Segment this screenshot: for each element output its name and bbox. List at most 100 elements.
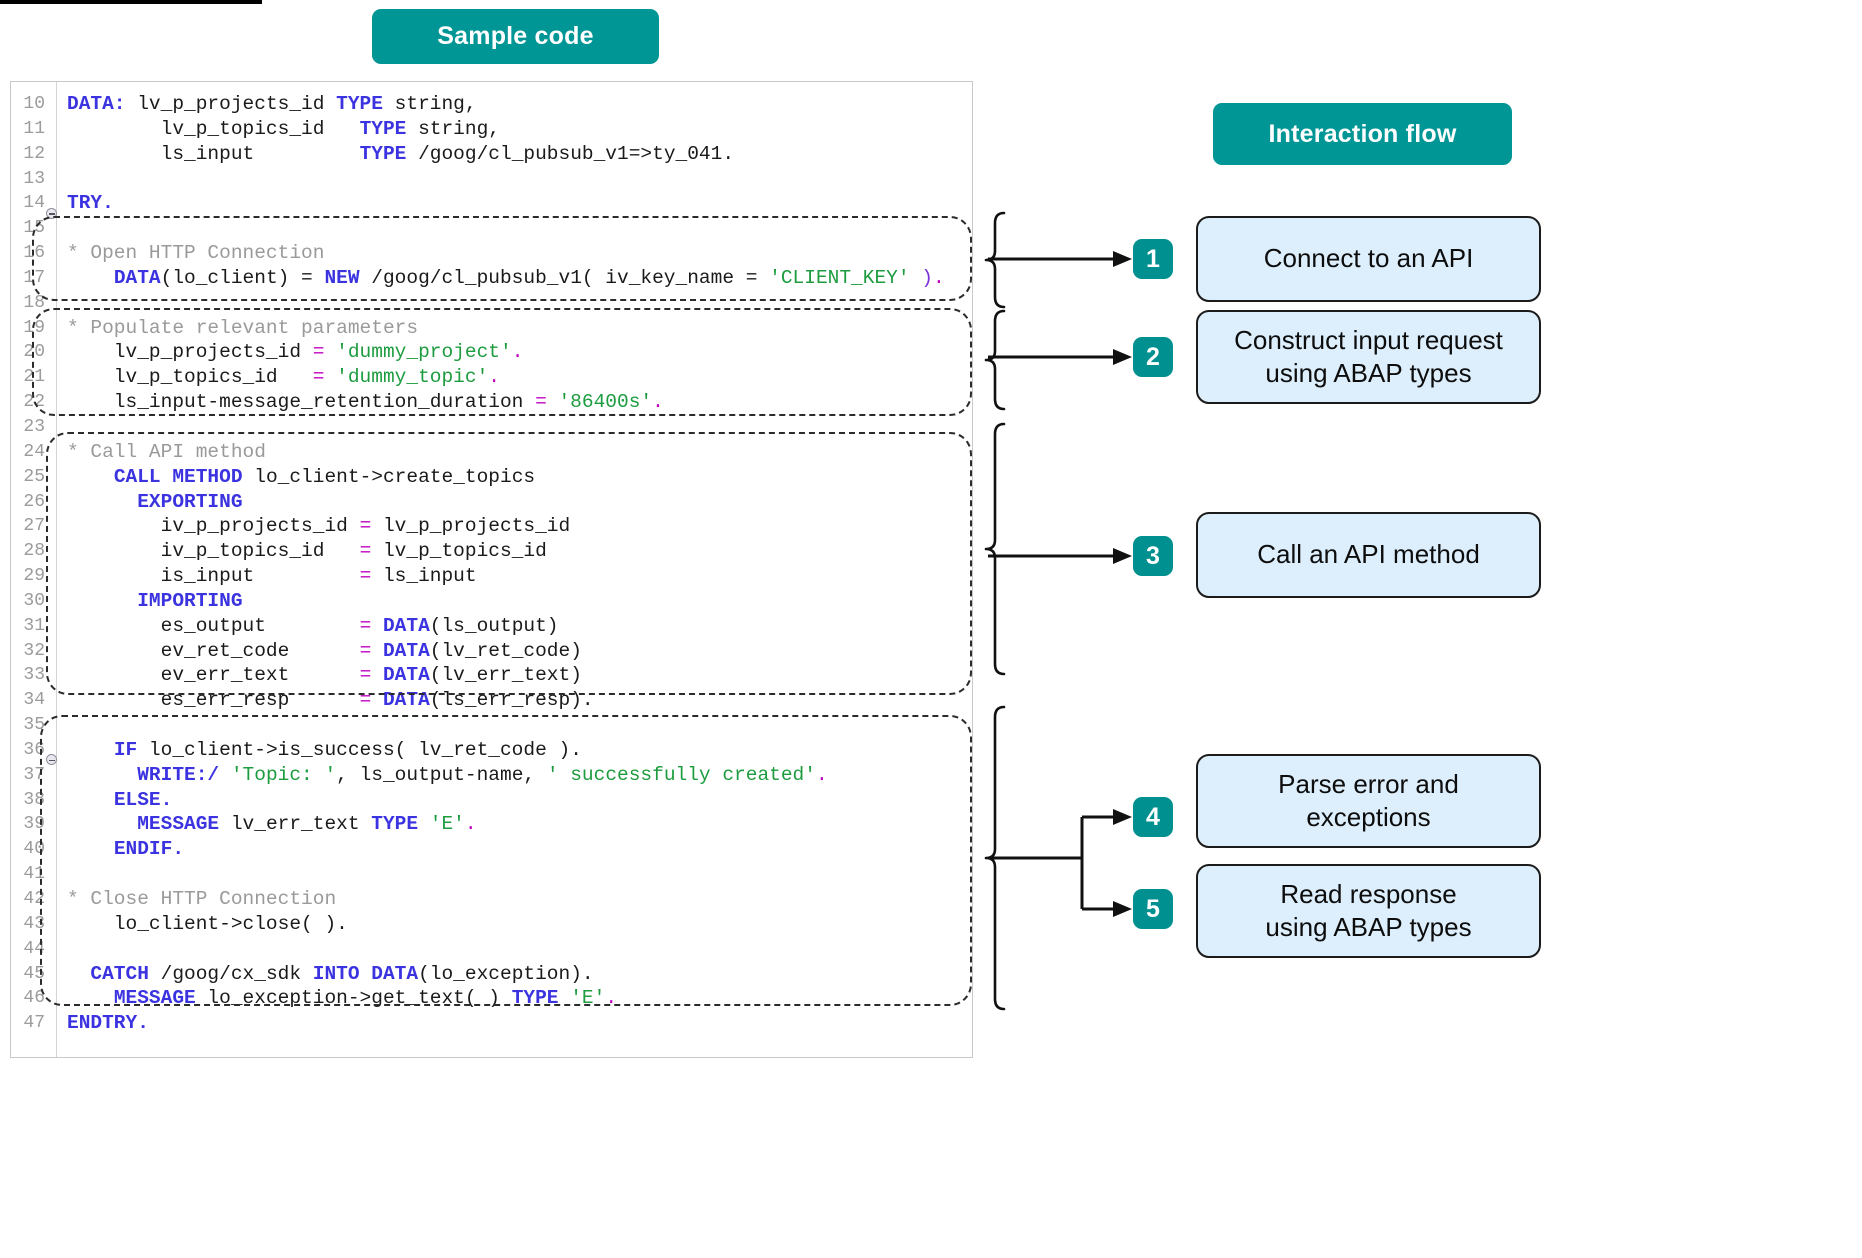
flow-step-4-label: Parse error and exceptions	[1278, 768, 1459, 832]
code-line: 34 es_err_resp = DATA(ls_err_resp).	[11, 688, 972, 713]
line-number: 12	[23, 143, 45, 164]
line-number: 30	[23, 590, 45, 611]
line-number: 39	[23, 814, 45, 835]
code-line: 47 ENDTRY.	[11, 1011, 972, 1036]
line-number: 31	[23, 615, 45, 636]
code-line: 13	[11, 167, 972, 192]
code-line: 39 MESSAGE lv_err_text TYPE 'E'.	[11, 812, 972, 837]
code-line: 24* Call API method	[11, 440, 972, 465]
code-line: 32 ev_ret_code = DATA(lv_ret_code)	[11, 639, 972, 664]
code-text: MESSAGE lv_err_text TYPE 'E'.	[137, 813, 477, 836]
code-line: 10 DATA: lv_p_projects_id TYPE string,	[11, 92, 972, 117]
line-number: 46	[23, 988, 45, 1009]
code-text: * Open HTTP Connection	[67, 242, 325, 265]
code-line: 17 DATA(lo_client) = NEW /goog/cl_pubsub…	[11, 266, 972, 291]
line-number: 20	[23, 342, 45, 363]
line-number: 36	[23, 739, 45, 760]
code-text: WRITE:/ 'Topic: ', ls_output-name, ' suc…	[137, 763, 828, 786]
line-number: 18	[23, 292, 45, 313]
code-line: 31 es_output = DATA(ls_output)	[11, 614, 972, 639]
flow-step-box-2[interactable]: Construct input request using ABAP types	[1196, 310, 1541, 404]
code-line: 43 lo_client->close( ).	[11, 912, 972, 937]
line-number: 28	[23, 541, 45, 562]
step-badge-3: 3	[1133, 536, 1173, 576]
code-text: IF lo_client->is_success( lv_ret_code ).	[113, 738, 582, 761]
flow-step-3-label: Call an API method	[1257, 539, 1480, 570]
flow-step-box-1[interactable]: Connect to an API	[1196, 216, 1541, 302]
code-text: ev_err_text = DATA(lv_err_text)	[67, 664, 582, 687]
code-text: DATA: lv_p_projects_id TYPE string,	[67, 93, 477, 115]
code-text: ev_ret_code = DATA(lv_ret_code)	[67, 639, 582, 662]
line-number: 35	[23, 715, 45, 736]
line-number: 15	[23, 218, 45, 239]
gutter-divider	[56, 82, 57, 1057]
flow-step-box-3[interactable]: Call an API method	[1196, 512, 1541, 598]
code-line: 19* Populate relevant parameters	[11, 316, 972, 341]
line-number: 24	[23, 441, 45, 462]
code-text: CALL METHOD lo_client->create_topics	[113, 465, 536, 488]
flow-step-2-label: Construct input request using ABAP types	[1234, 324, 1503, 388]
flow-step-box-5[interactable]: Read response using ABAP types	[1196, 864, 1541, 958]
step-badge-5-label: 5	[1146, 894, 1160, 923]
line-number: 10	[23, 94, 45, 114]
code-editor-panel[interactable]: 10 DATA: lv_p_projects_id TYPE string,11 …	[10, 81, 973, 1058]
code-line: 40 ENDIF.	[11, 837, 972, 862]
line-number: 11	[23, 118, 45, 139]
code-lines-container: 10 DATA: lv_p_projects_id TYPE string,11 …	[11, 92, 972, 1036]
code-line: 42* Close HTTP Connection	[11, 887, 972, 912]
line-number: 47	[23, 1013, 45, 1034]
code-text: lv_p_topics_id TYPE string,	[67, 117, 500, 140]
code-line: 26 EXPORTING	[11, 490, 972, 515]
step-badge-3-label: 3	[1146, 541, 1160, 570]
sample-code-header: Sample code	[372, 9, 659, 64]
code-line: 36 IF lo_client->is_success( lv_ret_code…	[11, 738, 972, 766]
code-text: * Populate relevant parameters	[67, 316, 419, 339]
code-line: 16 * Open HTTP Connection	[11, 241, 972, 266]
line-number: 25	[23, 466, 45, 487]
interaction-flow-label: Interaction flow	[1268, 119, 1457, 148]
code-line: 44	[11, 937, 972, 962]
code-line: 30 IMPORTING	[11, 589, 972, 614]
line-number: 41	[23, 864, 45, 885]
code-line: 15	[11, 216, 972, 241]
line-number: 21	[23, 367, 45, 388]
code-text: lo_client->close( ).	[67, 912, 348, 935]
line-number: 13	[23, 168, 45, 189]
code-text: ENDTRY.	[67, 1012, 149, 1035]
line-number: 14	[23, 193, 45, 214]
sample-code-label: Sample code	[437, 22, 594, 50]
step-badge-1-label: 1	[1146, 244, 1160, 273]
code-line: 12 ls_input TYPE /goog/cl_pubsub_v1=>ty_…	[11, 142, 972, 167]
code-text: EXPORTING	[137, 490, 243, 513]
line-number: 16	[23, 243, 45, 264]
code-line: 28 iv_p_topics_id = lv_p_topics_id	[11, 539, 972, 564]
line-number: 42	[23, 889, 45, 909]
flow-step-box-4[interactable]: Parse error and exceptions	[1196, 754, 1541, 848]
code-line: 38 ELSE.	[11, 788, 972, 813]
code-line: 46 MESSAGE lo_exception->get_text( ) TYP…	[11, 986, 972, 1011]
line-number: 27	[23, 516, 45, 537]
code-text: MESSAGE lo_exception->get_text( ) TYPE '…	[113, 987, 618, 1010]
top-left-rule	[0, 0, 262, 4]
code-line: 33 ev_err_text = DATA(lv_err_text)	[11, 663, 972, 688]
code-text: is_input = ls_input	[67, 565, 477, 588]
line-number: 26	[23, 491, 45, 512]
step-badge-5: 5	[1133, 889, 1173, 929]
code-text: TRY.	[67, 192, 114, 215]
code-line: 29 is_input = ls_input	[11, 564, 972, 589]
code-line: 11 lv_p_topics_id TYPE string,	[11, 117, 972, 142]
interaction-flow-header: Interaction flow	[1213, 103, 1512, 165]
code-line: 21 lv_p_topics_id = 'dummy_topic'.	[11, 365, 972, 390]
code-text: ls_input-message_retention_duration = '8…	[67, 391, 664, 414]
code-text: IMPORTING	[137, 589, 243, 612]
code-text: ELSE.	[113, 788, 173, 811]
code-line: 41	[11, 862, 972, 887]
code-line: 22 ls_input-message_retention_duration =…	[11, 390, 972, 415]
line-number: 22	[23, 392, 45, 413]
line-number: 33	[23, 665, 45, 686]
line-number: 44	[23, 938, 45, 959]
code-line: 45 CATCH /goog/cx_sdk INTO DATA(lo_excep…	[11, 962, 972, 987]
step-badge-4: 4	[1133, 797, 1173, 837]
line-number: 38	[23, 789, 45, 810]
code-text: lv_p_projects_id = 'dummy_project'.	[67, 341, 524, 364]
